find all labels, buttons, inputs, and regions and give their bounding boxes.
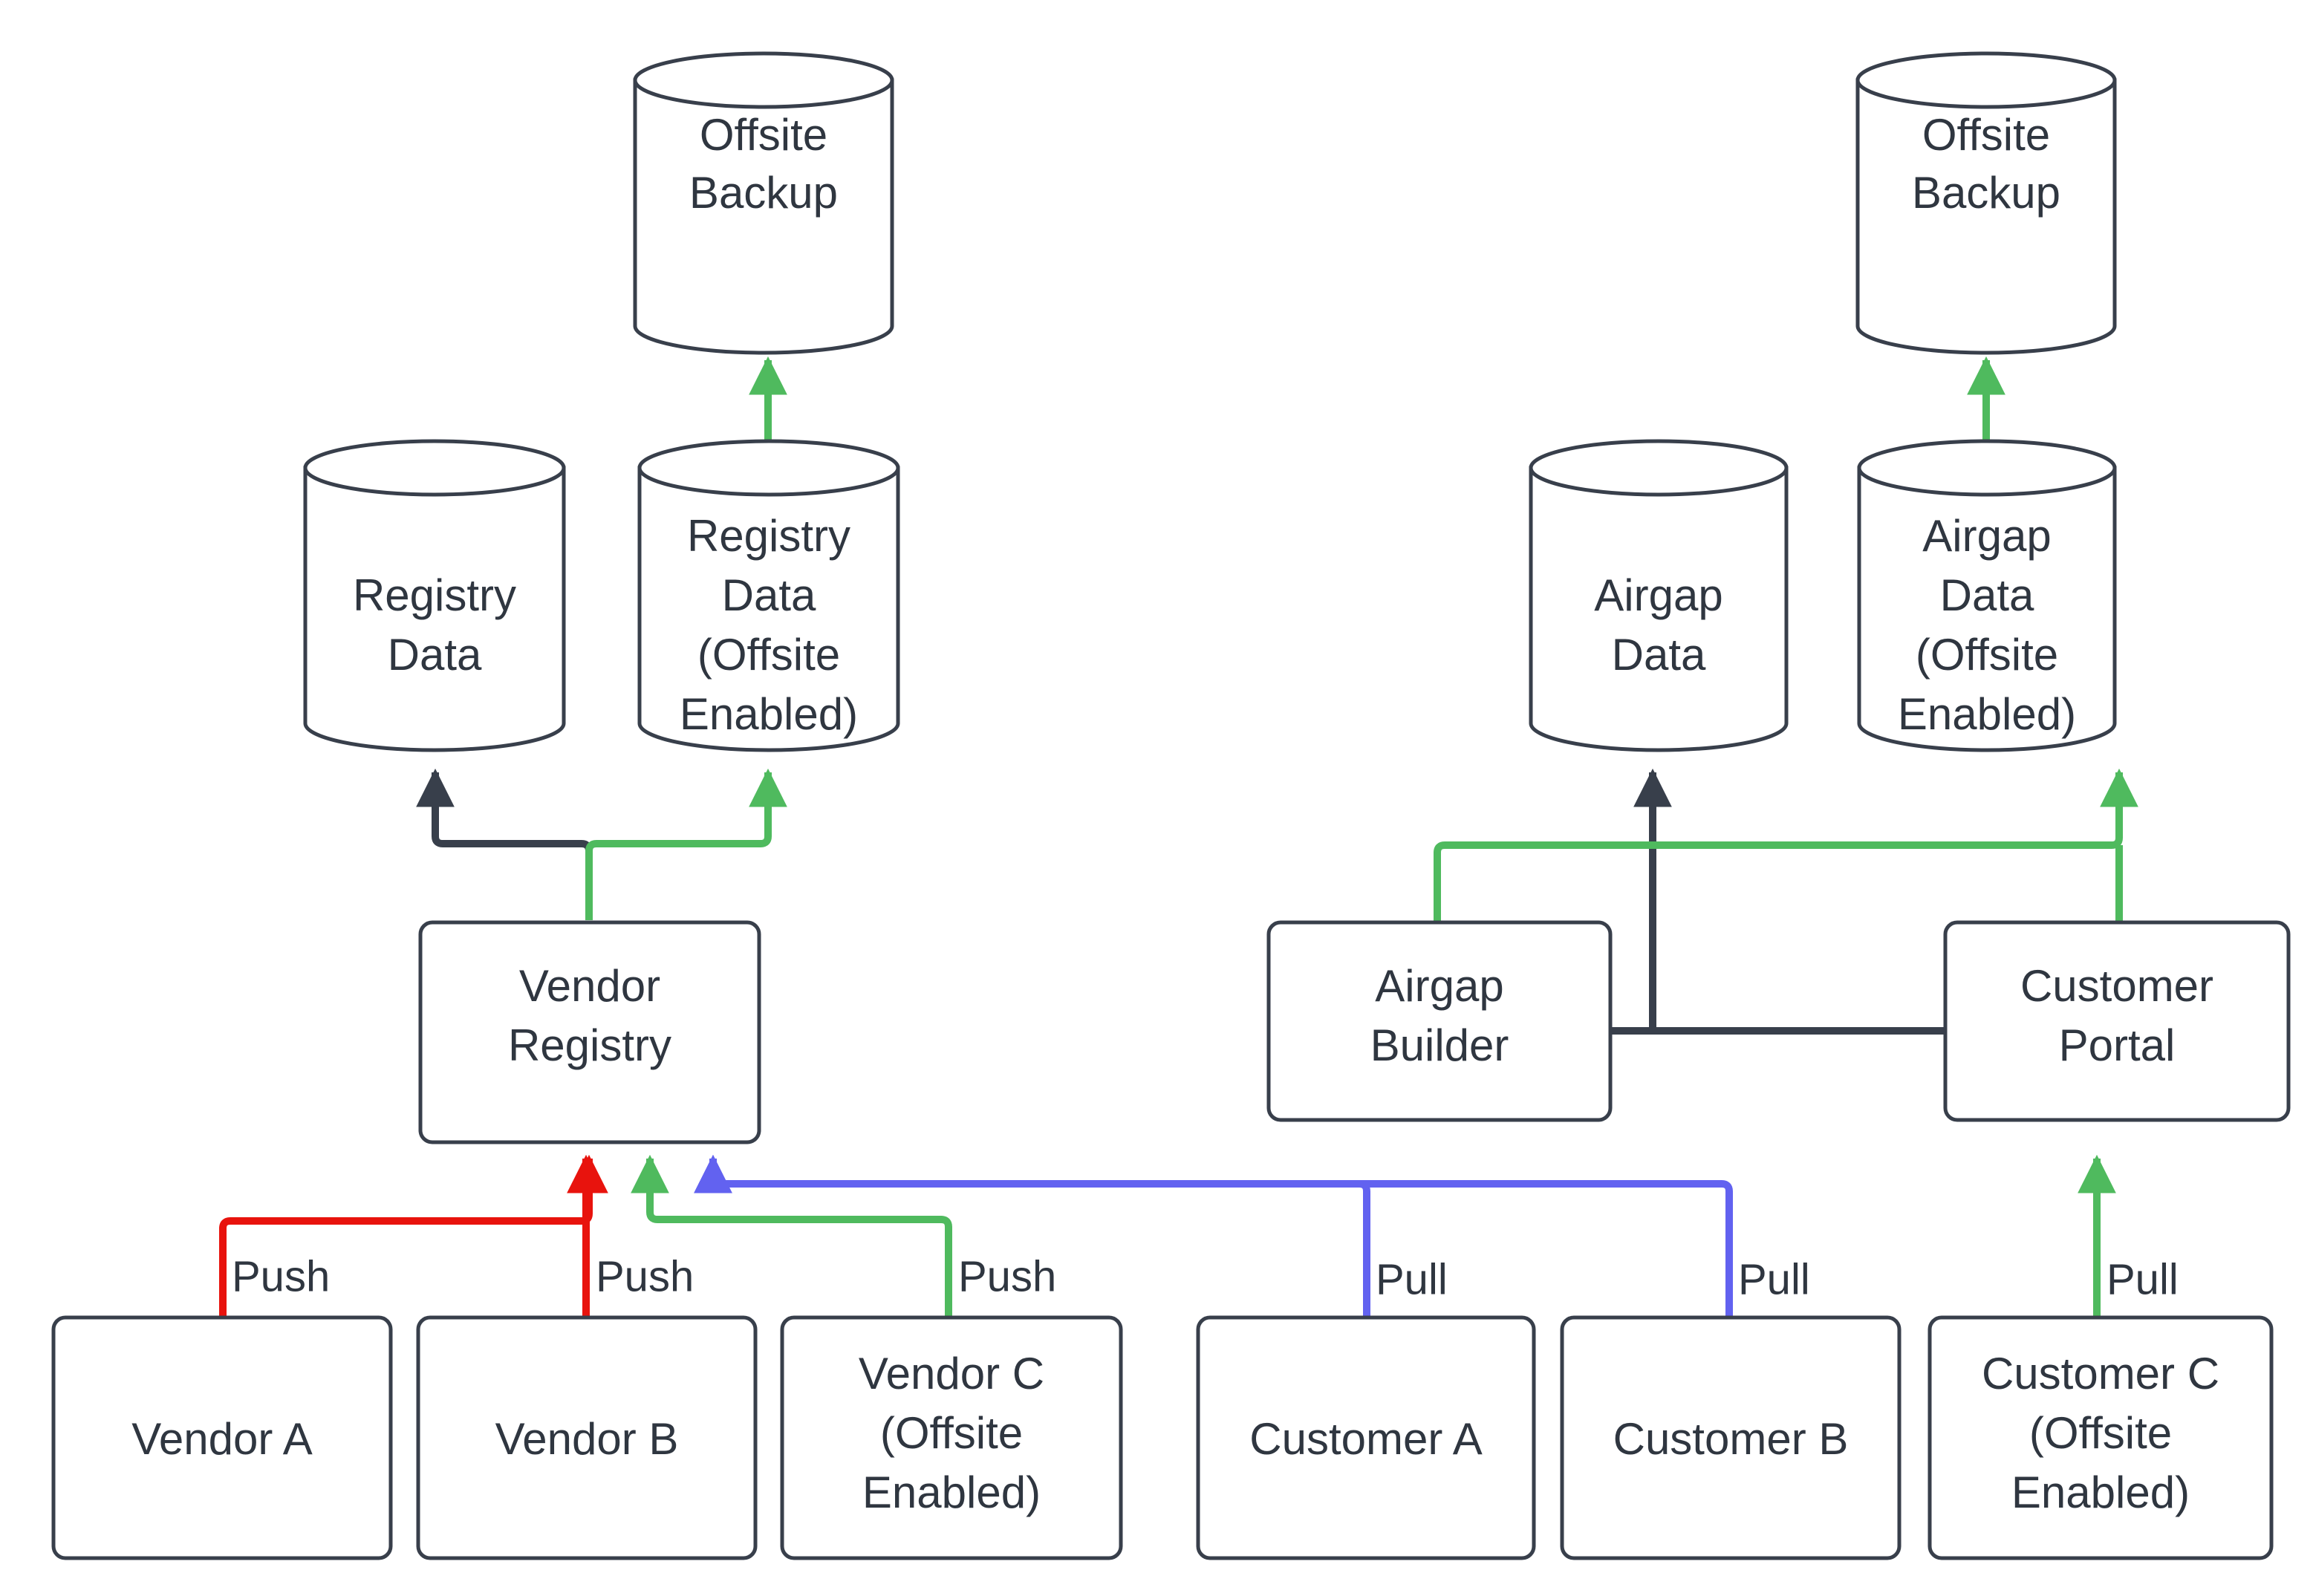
- cylinder-body: [303, 466, 566, 752]
- box-outline: [1928, 1315, 2274, 1560]
- box-outline: [1196, 1315, 1536, 1560]
- box-outline: [51, 1315, 393, 1560]
- node-label-line2: Data: [722, 570, 816, 620]
- edge-label-push-b: Push: [596, 1252, 694, 1300]
- node-label-line2: Backup: [689, 168, 838, 218]
- cylinder-top: [1529, 439, 1789, 497]
- node-label-line1: Airgap: [1922, 511, 2051, 561]
- node-label-line2: Data: [1612, 630, 1706, 680]
- node-label-line1: Airgap: [1594, 570, 1722, 620]
- node-offsite-backup-right[interactable]: Offsite Backup: [1855, 51, 2117, 355]
- cylinder-top: [303, 439, 566, 497]
- node-label-line4: Enabled): [1898, 689, 2076, 739]
- node-label-line1: Registry: [687, 511, 850, 561]
- box-outline: [418, 920, 761, 1144]
- node-label-line1: Customer A: [1249, 1414, 1482, 1464]
- node-label-line4: Enabled): [680, 689, 858, 739]
- edge-vendor-registry-to-registry-data: [416, 768, 593, 920]
- node-label-line2: Data: [388, 630, 482, 680]
- node-customer-b[interactable]: Customer B: [1560, 1315, 1902, 1560]
- node-label-line1: Vendor: [519, 961, 660, 1011]
- node-label-line1: Customer B: [1613, 1414, 1849, 1464]
- cylinder-body: [1529, 466, 1789, 752]
- node-label-line2: Portal: [2059, 1020, 2176, 1070]
- node-customer-a[interactable]: Customer A: [1196, 1315, 1536, 1560]
- node-label-line3: (Offsite: [697, 630, 840, 680]
- cylinder-body: [637, 466, 900, 752]
- edge-vendor-c-push: [631, 1154, 952, 1317]
- node-airgap-data[interactable]: Airgap Data: [1529, 439, 1789, 752]
- edge-label-pull-a: Pull: [1376, 1255, 1448, 1303]
- node-vendor-c[interactable]: Vendor C (Offsite Enabled): [780, 1315, 1123, 1560]
- edge-label-pull-c: Pull: [2107, 1255, 2179, 1303]
- node-label-line3: (Offsite: [1916, 630, 2058, 680]
- cylinder-body: [1855, 78, 2117, 355]
- node-label-line2: Builder: [1370, 1020, 1509, 1070]
- node-label-line1: Vendor A: [131, 1414, 313, 1464]
- node-vendor-b[interactable]: Vendor B: [416, 1315, 758, 1560]
- edge-label-push-c: Push: [958, 1252, 1056, 1300]
- node-airgap-builder[interactable]: Airgap Builder: [1266, 920, 1613, 1122]
- edge-airgap-builder-to-airgap-data: [1610, 768, 1672, 1035]
- cylinder-top: [633, 51, 894, 109]
- cylinder-top: [1857, 439, 2117, 497]
- node-customer-portal[interactable]: Customer Portal: [1943, 920, 2291, 1122]
- node-label-line2: (Offsite: [2029, 1408, 2172, 1458]
- node-airgap-data-offsite[interactable]: Airgap Data (Offsite Enabled): [1857, 439, 2117, 752]
- node-label-line1: Customer C: [1982, 1349, 2219, 1398]
- edge-customer-b-pull: [694, 1154, 1733, 1317]
- node-registry-data[interactable]: Registry Data: [303, 439, 566, 752]
- node-label-line1: Vendor C: [859, 1349, 1044, 1398]
- edge-labels-layer: Push Push Push Pull Pull Pull: [232, 1252, 2179, 1303]
- node-vendor-registry[interactable]: Vendor Registry: [418, 920, 761, 1144]
- node-registry-data-offsite[interactable]: Registry Data (Offsite Enabled): [637, 439, 900, 752]
- node-label-line1: Offsite: [1922, 110, 2050, 160]
- edge-label-pull-b: Pull: [1738, 1255, 1810, 1303]
- cylinder-body: [1857, 466, 2117, 752]
- box-outline: [416, 1315, 758, 1560]
- cylinder-top: [1855, 51, 2117, 109]
- edge-vendor-registry-to-registry-data-offsite: [585, 768, 787, 920]
- box-outline: [1560, 1315, 1902, 1560]
- node-vendor-a[interactable]: Vendor A: [51, 1315, 393, 1560]
- box-outline: [1266, 920, 1613, 1122]
- cylinder-top: [637, 439, 900, 497]
- edge-label-push-a: Push: [232, 1252, 330, 1300]
- node-label-line3: Enabled): [2011, 1468, 2190, 1517]
- node-label-line2: Data: [1940, 570, 2034, 620]
- node-label-line1: Customer: [2020, 961, 2213, 1011]
- edges-layer: [219, 356, 2138, 1317]
- node-customer-c[interactable]: Customer C (Offsite Enabled): [1928, 1315, 2274, 1560]
- box-outline: [780, 1315, 1123, 1560]
- node-label-line2: (Offsite: [880, 1408, 1023, 1458]
- node-label-line1: Vendor B: [495, 1414, 679, 1464]
- node-label-line1: Offsite: [700, 110, 827, 160]
- node-label-line2: Registry: [508, 1020, 671, 1070]
- cylinder-body: [633, 78, 894, 355]
- node-label-line1: Airgap: [1375, 961, 1503, 1011]
- node-label-line2: Backup: [1912, 168, 2060, 218]
- node-label-line1: Registry: [353, 570, 516, 620]
- node-offsite-backup-left[interactable]: Offsite Backup: [633, 51, 894, 355]
- box-outline: [1943, 920, 2291, 1122]
- node-label-line3: Enabled): [862, 1468, 1041, 1517]
- edge-airgap-builder-to-airgap-data-offsite: [1434, 768, 2138, 921]
